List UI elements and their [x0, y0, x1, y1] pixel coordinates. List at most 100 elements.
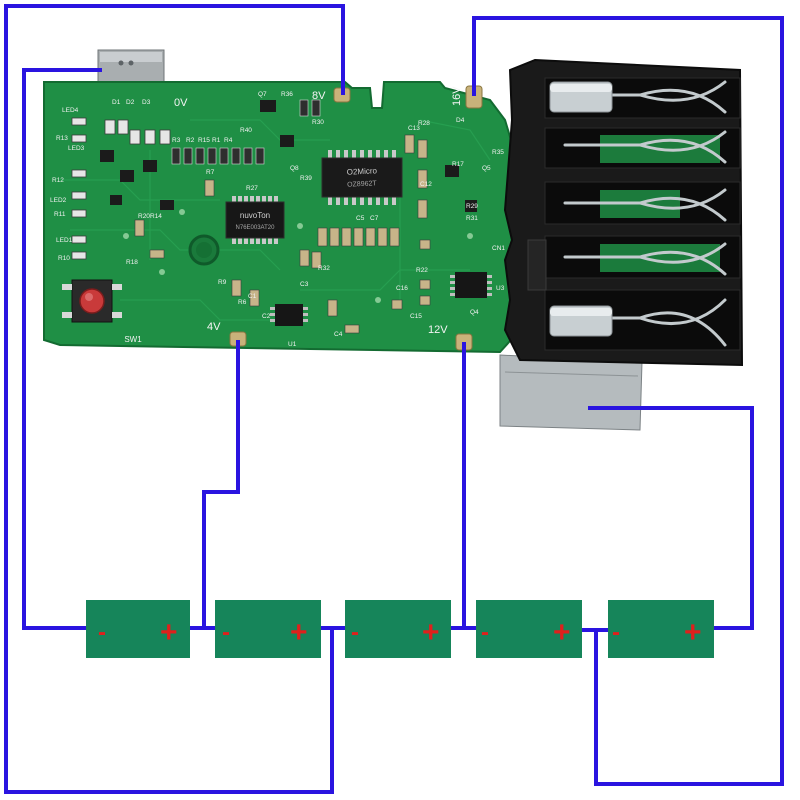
sw1-label: SW1 [124, 335, 142, 344]
pad-label-4v: 4V [207, 321, 221, 333]
cell-minus-sign: - [351, 619, 359, 646]
silk-label: R22 [416, 267, 428, 274]
cell-4: - + [476, 600, 582, 658]
wire-20v [588, 406, 754, 630]
afe-brand-label: O2Micro [347, 166, 378, 177]
pad-label-8v: 8V [312, 90, 326, 102]
silk-label: LED4 [62, 107, 79, 114]
mcu-part-label: N76E003AT20 [236, 225, 276, 231]
mcu-chip: nuvoTon N76E003AT20 [225, 196, 285, 244]
silk-label: C1 [248, 293, 257, 300]
wires [4, 4, 784, 794]
silk-label: R17 [452, 161, 464, 168]
silk-label: R31 [466, 215, 478, 222]
cell-1: - + [86, 600, 190, 658]
silk-label: U1 [288, 341, 297, 348]
cell-3: - + [345, 600, 451, 658]
silk-label: R32 [318, 265, 330, 272]
cell-body [345, 600, 451, 658]
cell-plus-sign: + [553, 616, 571, 649]
silk-label: R36 [281, 91, 293, 98]
cell-body [608, 600, 714, 658]
silk-label: R9 [218, 279, 227, 286]
battery-cells: - + - + - + - + - + [86, 600, 714, 658]
silkscreen-labels: LED4 R13 LED3 R12 LED2 R11 LED1 R10 D1 D… [50, 91, 505, 348]
silk-label: R4 [224, 137, 233, 144]
silk-label: R20 [138, 213, 150, 220]
mcu-brand-label: nuvoTon [240, 211, 270, 220]
silk-label: C3 [300, 281, 309, 288]
wire-12v [451, 342, 466, 630]
silk-label: LED3 [68, 145, 85, 152]
silk-label: R1 [212, 137, 221, 144]
cell-body [215, 600, 321, 658]
silk-label: R40 [240, 127, 252, 134]
silk-label: C12 [420, 181, 432, 188]
silk-label: C2 [262, 313, 271, 320]
wire-0v [22, 68, 102, 630]
push-button-sw1: SW1 [62, 279, 142, 344]
cell-2: - + [215, 600, 321, 658]
ic-u1 [270, 304, 308, 326]
cell-body [86, 600, 190, 658]
cell-minus-sign: - [98, 619, 106, 646]
pad-label-12v: 12V [428, 324, 448, 336]
cell-5: - + [608, 600, 714, 658]
silk-label: C13 [408, 125, 420, 132]
silk-label: R7 [206, 169, 215, 176]
silk-label: R3 [172, 137, 181, 144]
silk-label: D4 [456, 117, 465, 124]
silk-label: D1 [112, 99, 121, 106]
silk-label: R15 [198, 137, 210, 144]
silk-label: R39 [300, 175, 312, 182]
metal-plate-bottom [499, 354, 643, 431]
silk-label: CN1 [492, 245, 505, 252]
pad-label-16v: 16V [451, 86, 463, 106]
silk-label: U3 [496, 285, 505, 292]
cell-minus-sign: - [222, 619, 230, 646]
ic-u3 [450, 272, 492, 298]
silk-label: C4 [334, 331, 343, 338]
cell-plus-sign: + [290, 616, 308, 649]
silk-label: R27 [246, 185, 258, 192]
cell-body [476, 600, 582, 658]
silk-label: R11 [54, 211, 66, 218]
silk-label: C5 [356, 215, 365, 222]
silk-label: R10 [58, 255, 70, 262]
afe-chip: O2Micro OZ8962T [321, 150, 403, 205]
silk-label: R30 [312, 119, 324, 126]
battery-connector [503, 58, 744, 367]
voltage-labels: 0V 8V 16V 4V 12V [174, 86, 463, 336]
silk-label: C15 [410, 313, 422, 320]
silk-label: LED2 [50, 197, 67, 204]
afe-part-label: OZ8962T [347, 180, 378, 189]
cell-plus-sign: + [422, 616, 440, 649]
silk-label: R29 [466, 203, 478, 210]
spring-contacts [563, 80, 727, 347]
silk-label: R12 [52, 177, 64, 184]
pad-label-0v: 0V [174, 97, 188, 109]
silk-label: Q4 [470, 309, 479, 316]
contact-cylinders [549, 81, 613, 337]
silk-label: C7 [370, 215, 379, 222]
silk-label: R6 [238, 299, 247, 306]
silk-label: Q5 [482, 165, 491, 172]
cell-plus-sign: + [684, 616, 702, 649]
cell-minus-sign: - [612, 619, 620, 646]
silk-label: D3 [142, 99, 151, 106]
silk-label: R35 [492, 149, 504, 156]
silk-label: D2 [126, 99, 135, 106]
silk-label: C16 [396, 285, 408, 292]
silk-label: Q8 [290, 165, 299, 172]
silk-label: R13 [56, 135, 68, 142]
silk-label: Q7 [258, 91, 267, 98]
cell-minus-sign: - [481, 619, 489, 646]
silk-label: R28 [418, 120, 430, 127]
silk-label: R18 [126, 259, 138, 266]
metal-tab-left [97, 49, 165, 87]
wire-4v [190, 340, 240, 630]
smd-components [71, 99, 492, 334]
silk-label: R14 [150, 213, 162, 220]
